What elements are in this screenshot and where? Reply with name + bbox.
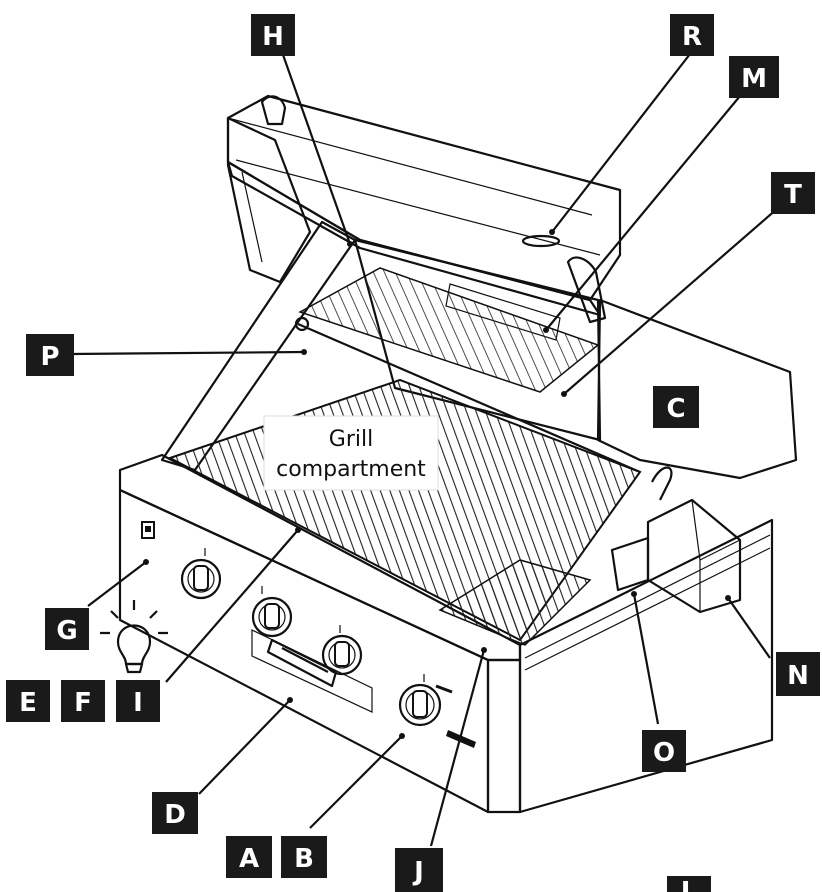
callout-arrowheads <box>143 229 731 739</box>
svg-text:A: A <box>239 844 259 874</box>
svg-text:I: I <box>133 688 143 718</box>
control-knob-icon <box>398 683 442 727</box>
caption-line-2: compartment <box>276 457 426 482</box>
label-M: M <box>729 56 779 98</box>
door-handle-icon <box>266 638 338 688</box>
switch-icon <box>141 521 155 539</box>
svg-text:T: T <box>784 180 802 210</box>
label-L: L <box>667 876 711 892</box>
svg-text:D: D <box>164 800 186 830</box>
label-O: O <box>642 730 686 772</box>
svg-text:G: G <box>56 616 77 646</box>
svg-text:C: C <box>666 394 685 424</box>
control-panel <box>141 521 476 748</box>
label-P: P <box>26 334 74 376</box>
control-knob-icon <box>251 596 293 638</box>
label-T: T <box>771 172 815 214</box>
svg-text:H: H <box>262 22 284 52</box>
label-R: R <box>670 14 714 56</box>
svg-text:M: M <box>741 64 767 94</box>
label-H: H <box>251 14 295 56</box>
label-N: N <box>776 652 820 696</box>
svg-text:B: B <box>294 844 314 874</box>
label-B: B <box>281 836 327 878</box>
label-E: E <box>6 680 50 722</box>
svg-text:N: N <box>787 661 809 691</box>
callout-lines <box>71 51 779 847</box>
svg-text:L: L <box>681 877 698 892</box>
svg-text:E: E <box>19 688 37 718</box>
control-knob-icon <box>180 558 222 600</box>
label-A: A <box>226 836 272 878</box>
svg-text:J: J <box>412 857 424 887</box>
svg-text:P: P <box>40 342 59 372</box>
light-bulb-icon <box>100 600 168 674</box>
grill-body <box>118 220 798 814</box>
label-I: I <box>116 680 160 722</box>
label-C: C <box>653 386 699 428</box>
svg-text:O: O <box>653 738 675 768</box>
label-D: D <box>152 792 198 834</box>
svg-text:R: R <box>682 22 702 52</box>
grill-compartment-caption: Grill compartment <box>263 415 439 491</box>
svg-text:F: F <box>74 688 92 718</box>
caption-line-1: Grill <box>329 427 373 452</box>
label-G: G <box>45 608 89 650</box>
label-F: F <box>61 680 105 722</box>
label-J: J <box>395 848 443 892</box>
